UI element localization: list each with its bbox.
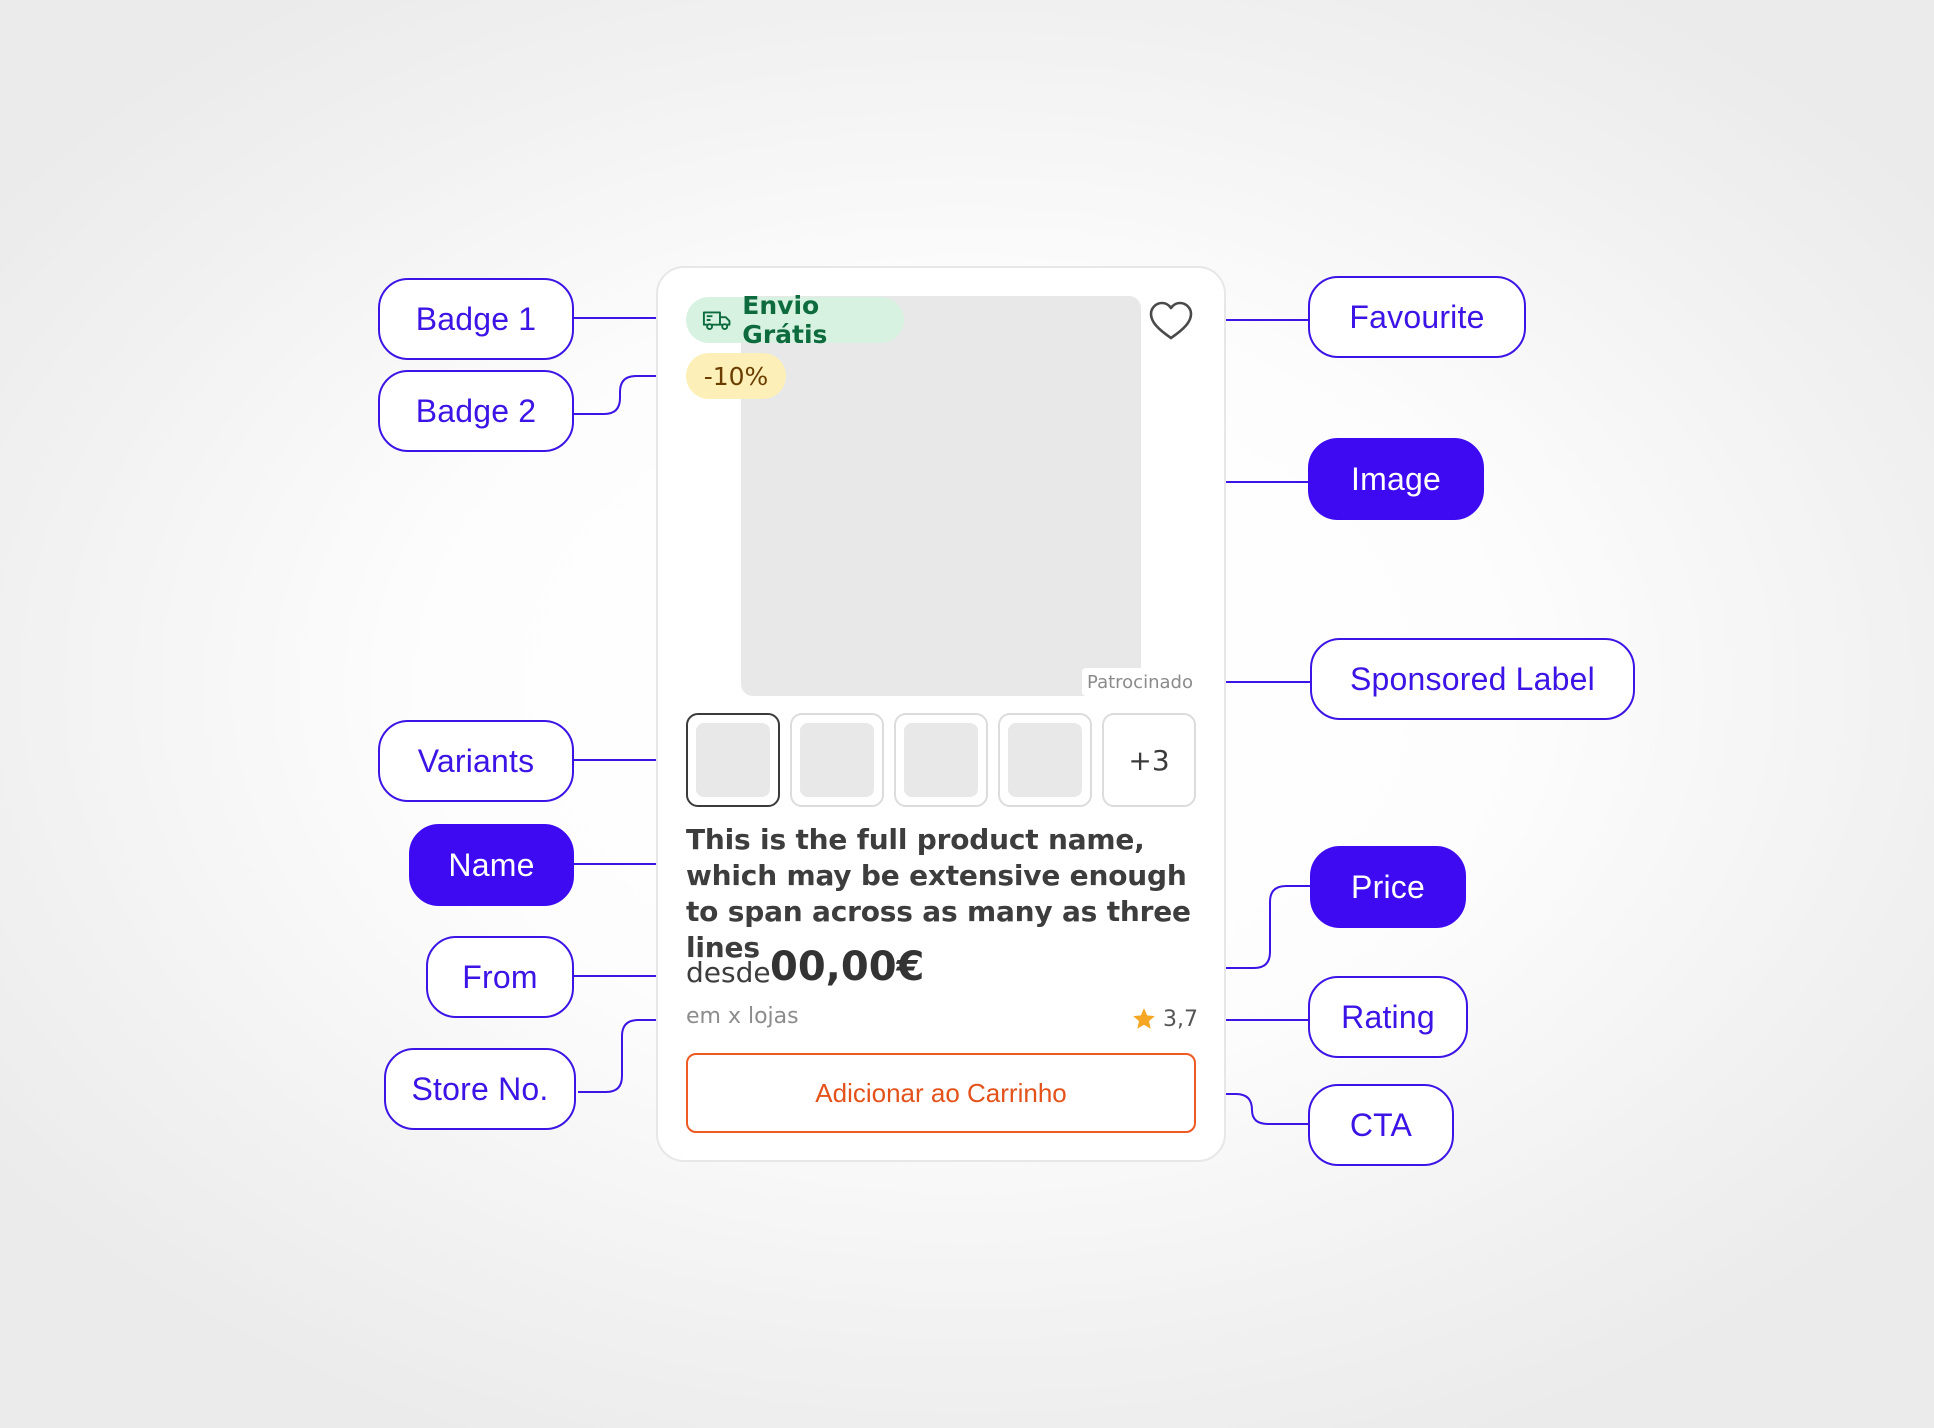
variant-swatch[interactable] bbox=[894, 713, 988, 807]
more-variants-button[interactable]: +3 bbox=[1102, 713, 1196, 807]
sponsored-label: Patrocinado bbox=[1082, 668, 1198, 696]
variant-swatch[interactable] bbox=[998, 713, 1092, 807]
annotation-name: Name bbox=[409, 824, 574, 906]
store-count[interactable]: em x lojas bbox=[686, 1004, 799, 1029]
product-image[interactable] bbox=[741, 296, 1141, 696]
price-value: 00,00€ bbox=[770, 944, 925, 990]
variant-swatch[interactable] bbox=[686, 713, 780, 807]
product-name[interactable]: This is the full product name, which may… bbox=[686, 823, 1191, 964]
price-from-label: desde bbox=[686, 956, 771, 989]
annotation-favourite: Favourite bbox=[1308, 276, 1526, 358]
annotation-cta: CTA bbox=[1308, 1084, 1454, 1166]
annotation-rating: Rating bbox=[1308, 976, 1468, 1058]
rating: 3,7 bbox=[1131, 1006, 1198, 1032]
badge-2-label: -10% bbox=[703, 361, 769, 391]
free-shipping-badge: Envio Grátis bbox=[686, 291, 904, 349]
discount-badge: -10% bbox=[686, 353, 786, 399]
variant-thumbnail bbox=[904, 723, 978, 797]
annotation-variants: Variants bbox=[378, 720, 574, 802]
variant-thumbnail bbox=[1008, 723, 1082, 797]
rating-value: 3,7 bbox=[1163, 1006, 1198, 1032]
annotation-price: Price bbox=[1310, 846, 1466, 928]
annotation-image: Image bbox=[1308, 438, 1484, 520]
annotation-sponsored-label: Sponsored Label bbox=[1310, 638, 1635, 720]
heart-icon[interactable] bbox=[1148, 300, 1194, 342]
star-icon bbox=[1133, 1008, 1155, 1029]
annotation-from: From bbox=[426, 936, 574, 1018]
variant-thumbnail bbox=[800, 723, 874, 797]
annotation-store-no: Store No. bbox=[384, 1048, 576, 1130]
variant-thumbnail bbox=[696, 723, 770, 797]
annotation-badge-1: Badge 1 bbox=[378, 278, 574, 360]
add-to-cart-button[interactable]: Adicionar ao Carrinho bbox=[686, 1053, 1196, 1133]
badge-1-label: Envio Grátis bbox=[742, 291, 828, 349]
annotation-badge-2: Badge 2 bbox=[378, 370, 574, 452]
truck-icon bbox=[702, 311, 731, 331]
variant-swatch[interactable] bbox=[790, 713, 884, 807]
